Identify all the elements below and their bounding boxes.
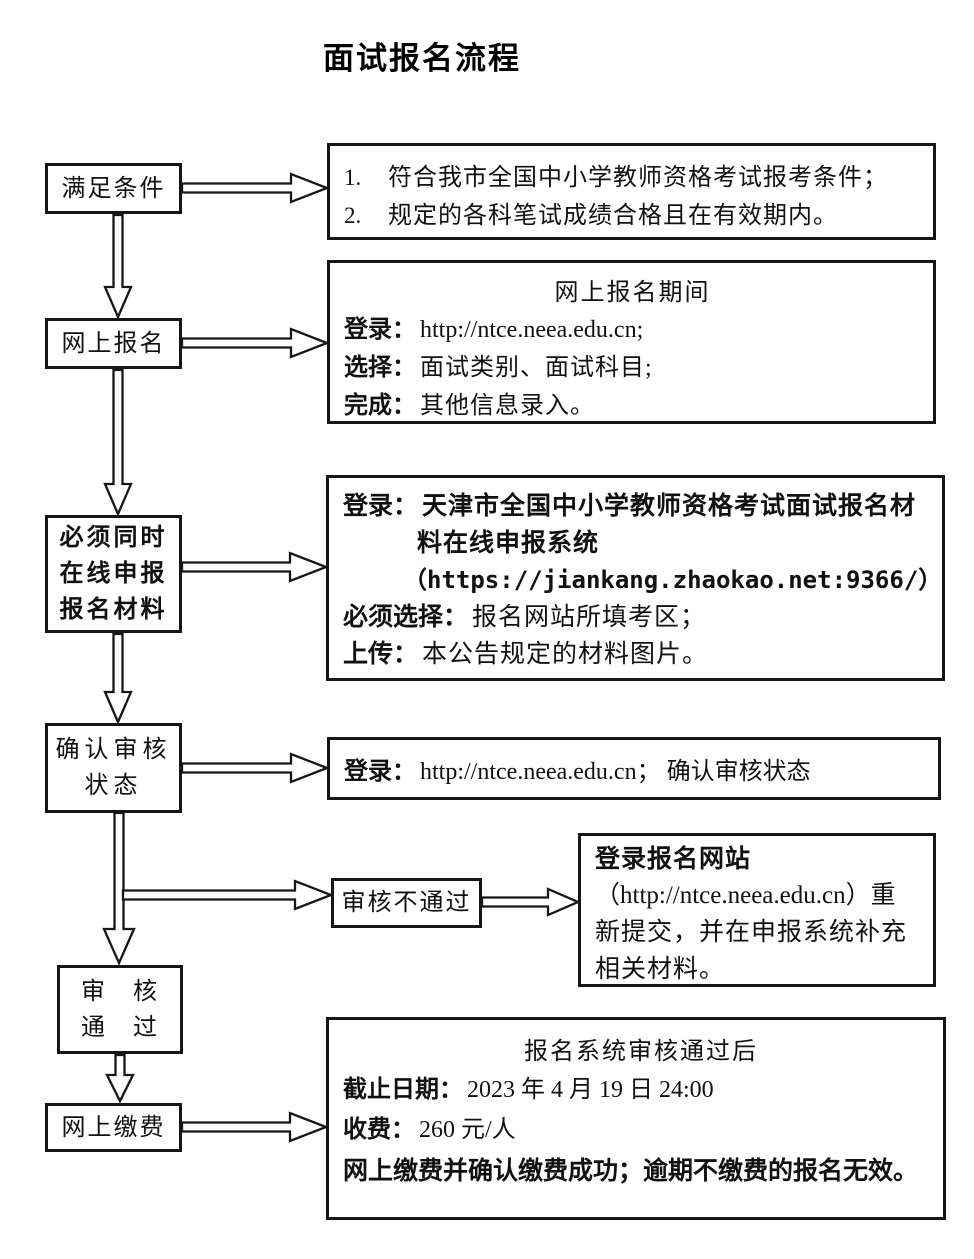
node-label-line1: 审 核	[81, 978, 159, 1005]
login-line: 登录：http://ntce.neea.edu.cn;	[344, 316, 644, 343]
condition-item-2: 2.规定的各科笔试成绩合格且在有效期内。	[344, 197, 921, 235]
node-label-line1: 必须同时	[59, 524, 168, 551]
node-label: 满足条件	[61, 175, 166, 202]
system-url: （https://jiankang.zhaokao.net:9366/）	[403, 566, 943, 594]
arrow-confirm-to-detail	[180, 752, 331, 784]
arrow-register-to-materials	[103, 368, 133, 517]
arrow-register-to-detail	[180, 327, 331, 359]
item-number: 1.	[344, 165, 362, 190]
payment-warning-line: 网上缴费并确认缴费成功；逾期不缴费的报名无效。	[343, 1157, 919, 1185]
arrow-passed-to-pay	[105, 1053, 135, 1104]
complete-line: 完成：其他信息录入。	[344, 392, 595, 419]
node-online-register: 网上报名	[45, 318, 182, 369]
node-online-payment: 网上缴费	[45, 1103, 182, 1152]
confirm-login-line: 登录：http://ntce.neea.edu.cn； 确认审核状态	[344, 758, 811, 785]
resubmit-line1: 登录报名网站	[595, 845, 752, 873]
node-label-line2: 通 过	[81, 1014, 159, 1041]
node-label-line1: 确认审核	[55, 737, 172, 763]
node-meet-conditions: 满足条件	[45, 163, 182, 214]
node-review-not-passed: 审核不通过	[331, 878, 482, 928]
arrow-notpassed-to-resubmit	[480, 887, 581, 917]
node-review-passed: 审 核 通 过	[57, 965, 183, 1054]
arrow-materials-to-detail	[180, 551, 330, 583]
detail-heading: 网上报名期间	[554, 280, 711, 306]
arrow-pay-to-detail	[180, 1111, 330, 1143]
must-choose-line: 必须选择：报名网站所填考区；	[343, 603, 707, 631]
system-name-line2: 料在线申报系统	[417, 529, 600, 557]
payment-heading: 报名系统审核通过后	[524, 1039, 758, 1065]
detail-online-registration: 网上报名期间 登录：http://ntce.neea.edu.cn; 选择：面试…	[327, 260, 936, 424]
arrow-meet-to-register	[103, 213, 133, 320]
resubmit-line4: 相关材料。	[595, 956, 726, 983]
item-number: 2.	[344, 203, 362, 228]
system-login-line: 登录：天津市全国中小学教师资格考试面试报名材	[343, 492, 917, 520]
node-label-line2: 在线申报	[59, 560, 168, 587]
node-label: 网上缴费	[61, 1114, 166, 1141]
arrow-meet-to-conditions	[180, 172, 331, 204]
arrow-branch-to-not-passed	[121, 879, 335, 911]
choose-line: 选择：面试类别、面试科目;	[344, 354, 653, 381]
node-label: 审核不通过	[341, 890, 472, 916]
upload-line: 上传：本公告规定的材料图片。	[343, 640, 709, 668]
detail-resubmit: 登录报名网站 （http://ntce.neea.edu.cn）重 新提交，并在…	[578, 833, 936, 987]
condition-item-1: 1.符合我市全国中小学教师资格考试报考条件；	[344, 159, 921, 197]
detail-confirm-status: 登录：http://ntce.neea.edu.cn； 确认审核状态	[327, 737, 941, 800]
detail-conditions: 1.符合我市全国中小学教师资格考试报考条件； 2.规定的各科笔试成绩合格且在有效…	[327, 143, 936, 240]
resubmit-line3: 新提交，并在申报系统补充	[595, 919, 908, 946]
fee-line: 收费：260 元/人	[343, 1116, 516, 1143]
node-must-submit-materials: 必须同时 在线申报 报名材料	[45, 515, 182, 633]
page-title: 面试报名流程	[323, 41, 521, 76]
detail-payment: 报名系统审核通过后 截止日期：2023 年 4 月 19 日 24:00 收费：…	[326, 1017, 946, 1220]
detail-materials-system: 登录：天津市全国中小学教师资格考试面试报名材 料在线申报系统 （https://…	[326, 475, 945, 681]
node-label-line2: 状态	[84, 773, 143, 799]
node-confirm-review-status: 确认审核 状态	[45, 723, 182, 813]
deadline-line: 截止日期：2023 年 4 月 19 日 24:00	[343, 1076, 714, 1103]
node-label-line3: 报名材料	[59, 596, 168, 623]
arrow-confirm-to-passed	[102, 811, 136, 966]
node-label: 网上报名	[61, 330, 166, 357]
resubmit-line2: （http://ntce.neea.edu.cn）重	[595, 882, 896, 909]
arrow-materials-to-confirm	[103, 632, 133, 725]
